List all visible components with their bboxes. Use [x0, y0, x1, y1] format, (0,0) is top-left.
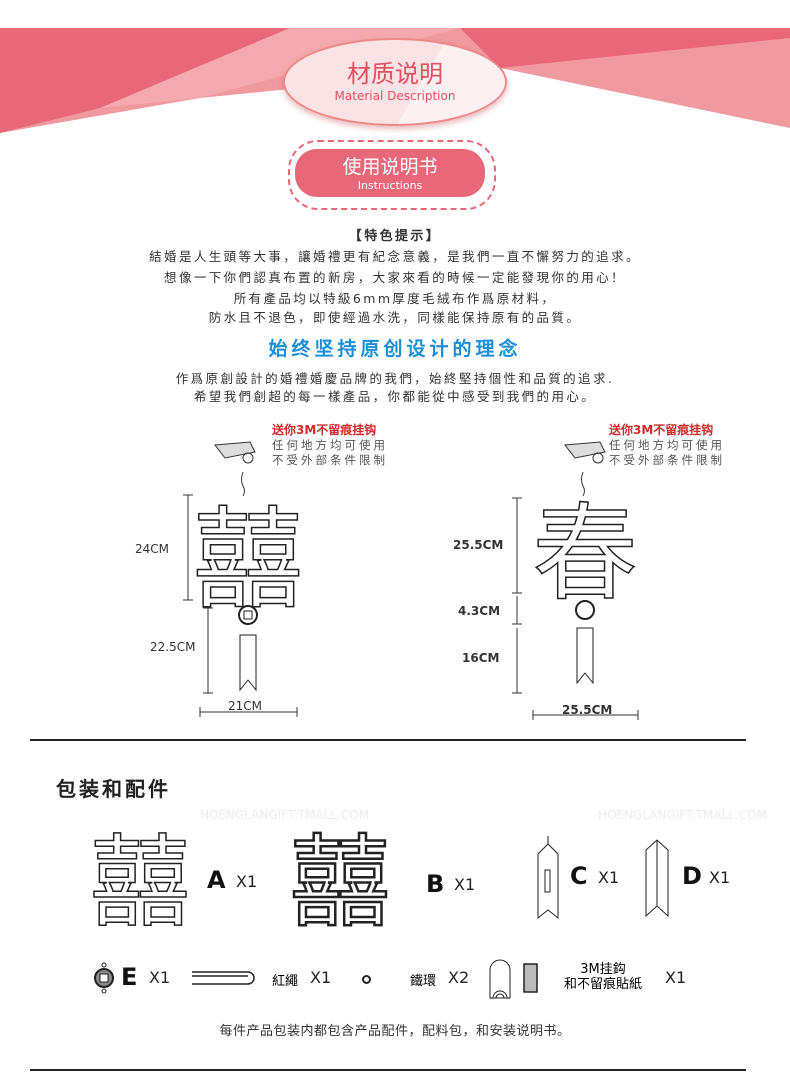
part-e-coin-icon: [94, 962, 114, 994]
header-title-en: Material Description: [334, 89, 456, 103]
instructions-title-en: Instructions: [357, 179, 423, 192]
part-d-letter: D: [682, 862, 702, 890]
instructions-frame: [288, 140, 496, 210]
iron-ring-qty: X2: [448, 968, 470, 987]
part-a-qty: X1: [236, 872, 258, 891]
features-line: 防水且不退色，即使經過水洗，同樣能保持原有的品質。: [208, 310, 582, 325]
part-a-letter: A: [207, 866, 226, 894]
part-b-qty: X1: [454, 875, 476, 894]
hook-note-title: 送你3M不留痕挂钩: [272, 423, 377, 437]
product-glyph: 囍: [193, 496, 303, 624]
3m-hook-qty: X1: [665, 968, 687, 987]
part-e-letter: E: [121, 963, 138, 991]
packaging-note: 每件产品包装内都包含产品配件，配料包，和安装说明书。: [219, 1024, 571, 1039]
part-b-letter: B: [426, 870, 445, 898]
watermark: HOENGLANGIFT.TMALL.COM: [598, 808, 767, 822]
hook-note-line: 不受外部条件限制: [609, 453, 725, 467]
philosophy-heading: 始终坚持原创设计的理念: [268, 338, 522, 360]
dim-tassel: 22.5CM: [150, 640, 196, 654]
iron-ring-label: 鐵環: [410, 974, 437, 989]
header-oval: 材质说明 Material Description: [283, 38, 507, 126]
3m-hook-label-line: 3M挂鈎: [580, 962, 626, 977]
part-c-icon: [537, 836, 559, 920]
part-b-icon: 囍: [290, 825, 390, 930]
hook-note-left: 送你3M不留痕挂钩 任何地方均可使用 不受外部条件限制: [272, 421, 388, 468]
svg-text:囍: 囍: [90, 825, 190, 930]
svg-text:囍: 囍: [290, 825, 390, 930]
hook-icon: [214, 441, 256, 459]
part-c-letter: C: [570, 862, 588, 890]
instructions-title-cn: 使用说明书: [342, 156, 438, 178]
packaging-heading: 包装和配件: [56, 777, 171, 801]
dim-height: 24CM: [135, 542, 170, 556]
coin-icon: [238, 605, 258, 625]
hook-note-title: 送你3M不留痕挂钩: [609, 423, 714, 437]
dim-tassel: 16CM: [462, 651, 500, 665]
tassel-icon: [239, 634, 257, 692]
product-glyph: 春: [532, 493, 637, 615]
red-rope-label: 紅繩: [272, 974, 299, 989]
hook-note-line: 不受外部条件限制: [272, 453, 388, 467]
features-line: 想像一下你們認真布置的新房，大家來看的時候一定能發現你的用心！: [164, 270, 626, 285]
features-heading: 【特色提示】: [348, 229, 442, 244]
dim-width: 25.5CM: [562, 703, 613, 717]
product-diagram-chun: 春: [512, 441, 639, 720]
red-rope-icon: [192, 971, 255, 985]
dim-coin: 4.3CM: [458, 604, 501, 618]
3m-hook-label: 3M挂鈎 和不留痕貼紙: [555, 962, 651, 992]
instructions-badge: 使用说明书 Instructions: [295, 149, 485, 197]
header-title-cn: 材质说明: [347, 60, 443, 88]
part-d-qty: X1: [709, 868, 731, 887]
divider: [30, 739, 746, 741]
iron-ring-icon: [362, 975, 371, 984]
coin-icon: [575, 600, 595, 620]
part-a-icon: 囍: [90, 825, 190, 930]
hook-note-line: 任何地方均可使用: [609, 438, 725, 452]
features-line: 結婚是人生頭等大事，讓婚禮更有紀念意義，是我們一直不懈努力的追求。: [149, 249, 641, 264]
product-diagram-xi: 囍: [183, 441, 304, 717]
part-e-qty: X1: [149, 968, 171, 987]
part-d-icon: [645, 839, 669, 918]
hook-note-right: 送你3M不留痕挂钩 任何地方均可使用 不受外部条件限制: [609, 421, 725, 468]
hook-note-line: 任何地方均可使用: [272, 438, 388, 452]
red-rope-qty: X1: [310, 968, 332, 987]
features-line: 所有產品均以特級6mm厚度毛絨布作爲原材料，: [233, 291, 557, 306]
3m-hook-label-line: 和不留痕貼紙: [563, 977, 642, 992]
hook-icon: [564, 441, 606, 459]
3m-hook-icon: [489, 959, 538, 999]
part-c-qty: X1: [598, 868, 620, 887]
tassel-icon: [576, 627, 594, 685]
dim-height: 25.5CM: [453, 538, 504, 552]
divider: [30, 1069, 746, 1071]
philosophy-line: 作爲原創設計的婚禮婚慶品牌的我們，始終堅持個性和品質的追求.: [175, 371, 615, 386]
philosophy-line: 希望我們創超的每一樣產品，你都能從中感受到我們的用心。: [193, 389, 597, 404]
watermark: HOENGLANGIFT.TMALL.COM: [200, 808, 369, 822]
dim-width: 21CM: [228, 699, 263, 713]
